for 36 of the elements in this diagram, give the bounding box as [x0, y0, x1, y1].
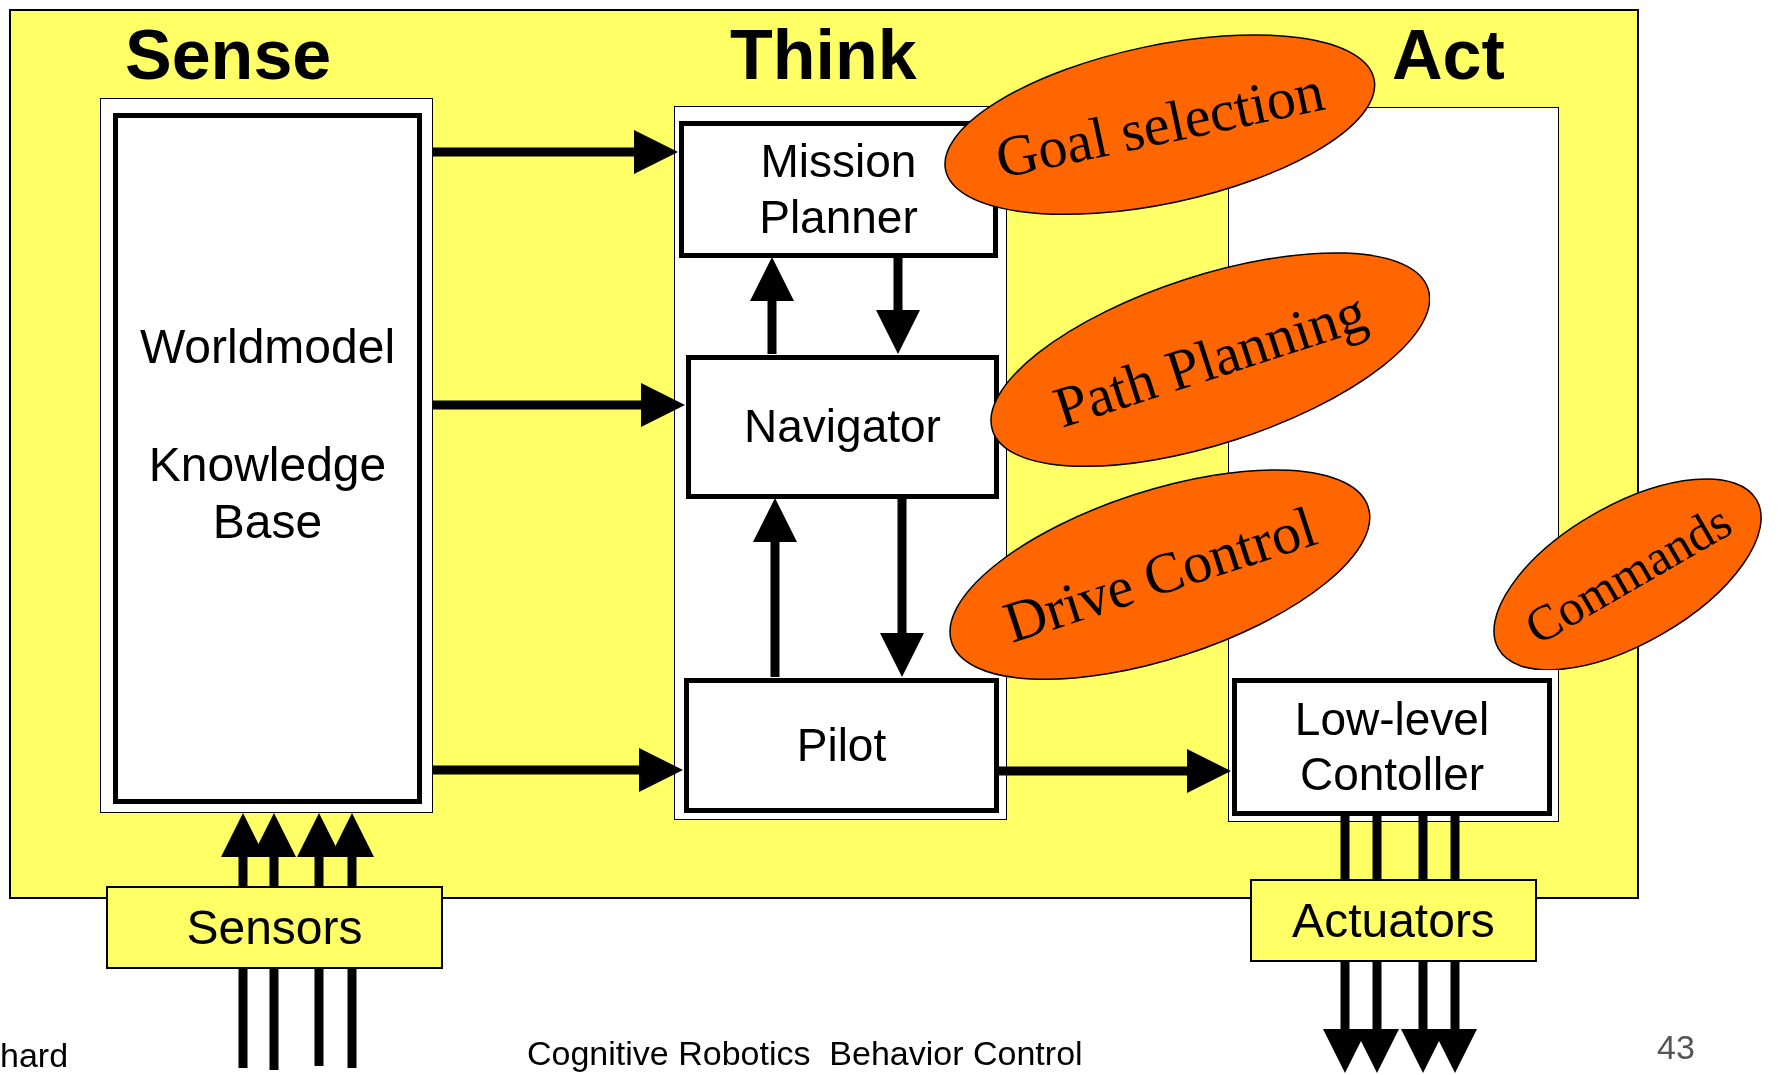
box-label: Knowledge Base	[147, 436, 388, 551]
box-label: Mission Planner	[758, 134, 919, 245]
box-label: Navigator	[743, 399, 942, 455]
process-box	[686, 355, 999, 499]
column-heading: Sense	[125, 20, 332, 90]
box-label: Sensors	[186, 899, 363, 956]
page-number: 43	[1657, 1030, 1695, 1064]
oval-callout	[1493, 477, 1763, 671]
column-heading: Think	[730, 20, 917, 90]
footer-text: hard	[0, 1038, 69, 1072]
column-heading: Act	[1392, 20, 1505, 90]
oval-callout	[949, 469, 1371, 681]
oval-callout	[989, 252, 1431, 468]
arrow	[433, 383, 685, 427]
arrow	[753, 498, 797, 677]
arrow	[433, 748, 683, 792]
process-box	[1232, 678, 1552, 816]
footer-text: Cognitive Robotics Behavior Control	[527, 1036, 1083, 1070]
arrow	[998, 749, 1231, 793]
arrow	[880, 498, 924, 677]
callout-text: Path Planning	[1045, 278, 1375, 442]
model-box	[100, 98, 433, 813]
io-box	[1250, 879, 1537, 962]
arrow	[876, 257, 920, 354]
box-label: Pilot	[795, 717, 888, 773]
callout-text: Goal selection	[989, 57, 1330, 193]
process-box	[679, 121, 998, 258]
process-box	[684, 678, 999, 813]
box-label: Worldmodel	[138, 319, 397, 375]
arrow	[750, 257, 794, 354]
oval-callout	[944, 34, 1376, 216]
box-label: Low-level Contoller	[1293, 691, 1491, 802]
arrow	[433, 130, 678, 174]
io-box	[106, 886, 443, 969]
box-label: Actuators	[1292, 892, 1495, 949]
callout-text: Drive Control	[995, 493, 1325, 657]
